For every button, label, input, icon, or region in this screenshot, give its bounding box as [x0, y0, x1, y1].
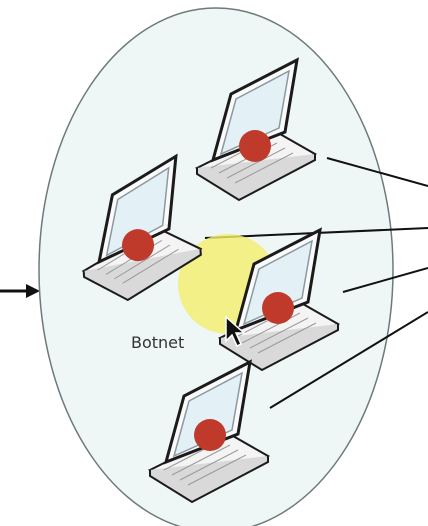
laptop-4: [148, 360, 270, 504]
mouse-pointer-icon: [225, 315, 246, 348]
laptop-2: [74, 153, 206, 305]
infection-dot: [122, 229, 155, 262]
laptop-3: [218, 228, 340, 372]
infection-dot: [239, 130, 271, 162]
botnet-label: Botnet: [131, 333, 185, 352]
infection-dot: [262, 292, 294, 324]
laptop-1: [195, 58, 317, 202]
infection-dot: [194, 419, 226, 451]
incoming-arrow-icon: [0, 284, 40, 298]
